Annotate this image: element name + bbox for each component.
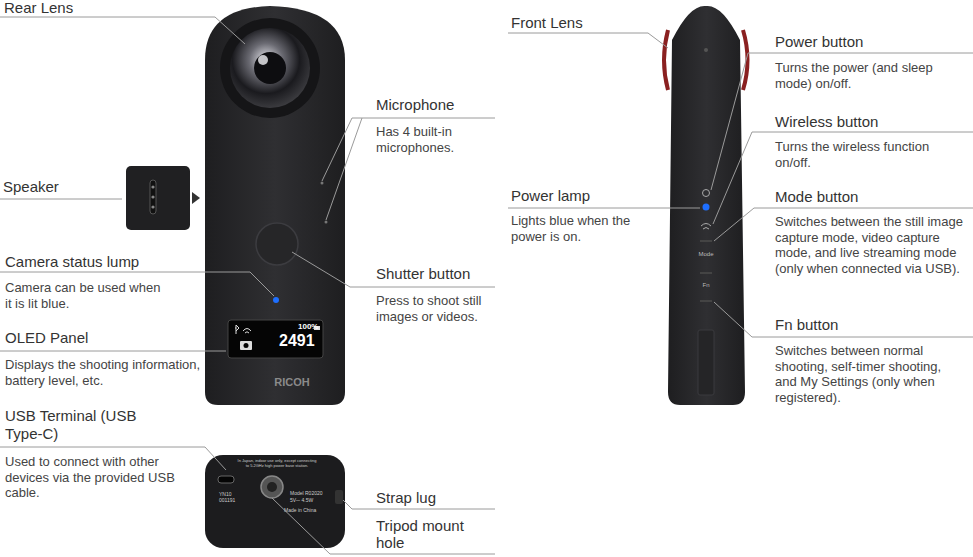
part-description: Camera can be used when it is lit blue. [5,280,170,311]
part-name: Shutter button [376,265,506,283]
part-description: Switches between normal shooting, self-t… [775,343,965,405]
part-description: Switches between the still image capture… [775,214,965,276]
part-description: Press to shoot still images or videos. [376,293,506,324]
part-name: Power button [775,33,925,51]
bottom-marking: 001191 [219,497,241,503]
part-name: Wireless button [775,113,935,131]
camera-side [664,6,748,405]
oled-battery: 100% [298,322,322,332]
part-description: Turns the wireless function on/off. [775,139,960,170]
speaker-inset [126,166,200,230]
bottom-marking: In Japan, indoor use only, except connec… [236,459,318,468]
part-name: OLED Panel [5,329,205,347]
bottom-marking: 5V⎓ 4.5W [290,497,330,503]
part-name: Strap lug [376,489,496,507]
button-label: Fn [694,282,718,289]
part-name: Front Lens [511,14,641,32]
leader-lines [0,17,973,554]
part-name: Mode button [775,188,925,206]
part-description: Has 4 built-in microphones. [376,124,484,155]
part-name: Microphone [376,96,496,114]
bottom-marking: Model R02020 [290,490,330,496]
oled-shot-count: 2491 [279,331,323,350]
part-name: Fn button [775,316,925,334]
bottom-marking: Made in China [284,507,324,513]
part-description: Displays the shooting information, batte… [5,357,210,388]
brand-logo: RICOH [262,376,322,389]
part-name: Tripod mount hole [376,518,486,551]
part-description: Used to connect with other devices via t… [5,454,195,501]
part-name: Rear Lens [4,0,204,17]
part-name: Power lamp [511,187,641,205]
part-name: USB Terminal (USB Type-C) [5,407,145,443]
part-name: Speaker [3,178,113,196]
part-description: Lights blue when the power is on. [511,213,661,244]
part-description: Turns the power (and sleep mode) on/off. [775,60,955,91]
button-label: Mode [694,251,718,258]
bottom-marking: YN10 [219,491,241,497]
part-name: Camera status lump [5,253,205,271]
camera-front [205,6,345,405]
